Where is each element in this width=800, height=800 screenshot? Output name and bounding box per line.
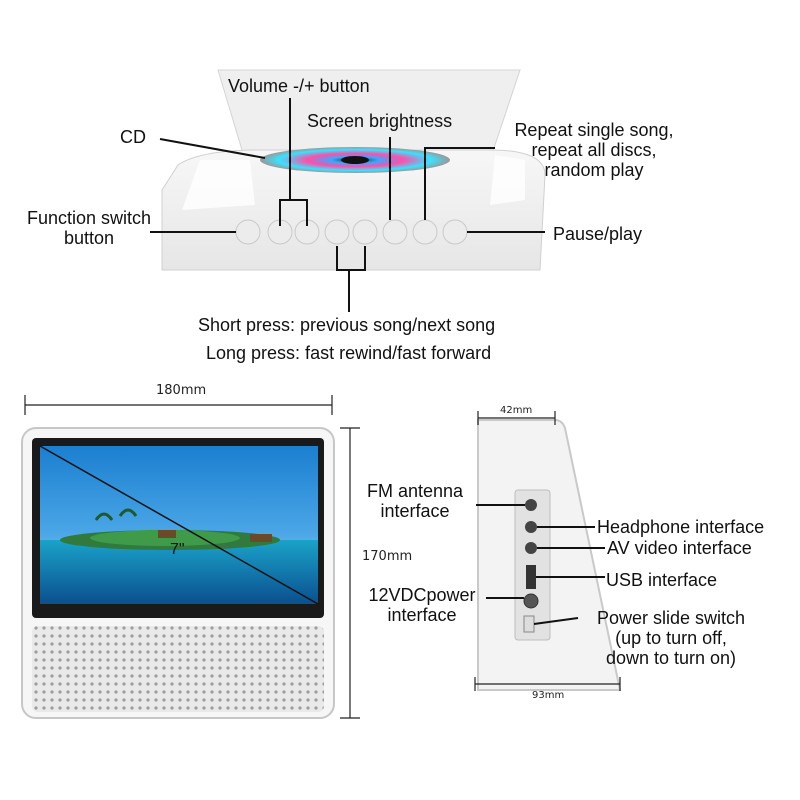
speaker-grill [32,626,324,712]
function-switch-line-1: Function switch [26,208,152,228]
repeat-button[interactable] [412,219,438,245]
screen-brightness-label: Screen brightness [307,111,453,131]
cd-label: CD [120,127,146,147]
next-button[interactable] [352,219,378,245]
power-switch-line-2: (up to turn off, [615,628,727,648]
power-switch-label: Power slide switch (up to turn off, down… [576,608,766,668]
front-view [21,427,335,719]
height-dimension: 170mm [362,549,413,564]
power-switch-line-1: Power slide switch [596,608,746,628]
av-video-label: AV video interface [607,538,752,558]
fm-antenna-line-2: interface [380,501,450,521]
front-dimension-lines [24,395,360,719]
usb-port[interactable] [526,565,536,589]
brightness-button[interactable] [382,219,408,245]
function-switch-button[interactable] [235,219,261,245]
previous-button[interactable] [324,219,350,245]
repeat-line-3: random play [544,160,644,180]
fm-antenna-port[interactable] [525,499,537,511]
long-press-label: Long press: fast rewind/fast forward [206,343,492,363]
headphone-label: Headphone interface [597,517,765,537]
repeat-line-1: Repeat single song, [514,120,674,140]
dc-power-line-2: interface [387,605,457,625]
function-switch-label: Function switch button [14,208,164,248]
dc-power-port[interactable] [523,593,539,609]
side-dimension-lines [474,411,621,691]
pause-play-label: Pause/play [553,224,643,244]
function-switch-line-2: button [63,228,115,248]
short-press-label: Short press: previous song/next song [198,315,496,335]
side-leader-lines [476,504,605,625]
screen-diagonal [39,445,319,605]
dc-power-line-1: 12VDCpower [368,585,476,605]
dc-power-label: 12VDCpower interface [358,585,486,625]
top-leader-lines [150,98,545,312]
headphone-port[interactable] [525,521,537,533]
usb-label: USB interface [606,570,718,590]
av-video-port[interactable] [525,542,537,554]
fm-antenna-label: FM antenna interface [355,481,475,521]
repeat-label: Repeat single song, repeat all discs, ra… [496,120,692,180]
power-switch-line-3: down to turn on) [605,648,737,668]
cd-player-top-view [161,69,546,271]
bottom-depth-dimension: 93mm [532,690,565,701]
screen-size-label: 7" [170,541,185,558]
pause-play-button[interactable] [442,219,468,245]
button-row [235,219,468,245]
power-slide-switch[interactable] [523,615,535,633]
fm-antenna-line-1: FM antenna [366,481,464,501]
width-dimension: 180mm [156,383,207,398]
side-view [477,419,622,691]
top-depth-dimension: 42mm [500,405,533,416]
repeat-line-2: repeat all discs, [531,140,657,160]
volume-label: Volume -/+ button [228,76,370,96]
